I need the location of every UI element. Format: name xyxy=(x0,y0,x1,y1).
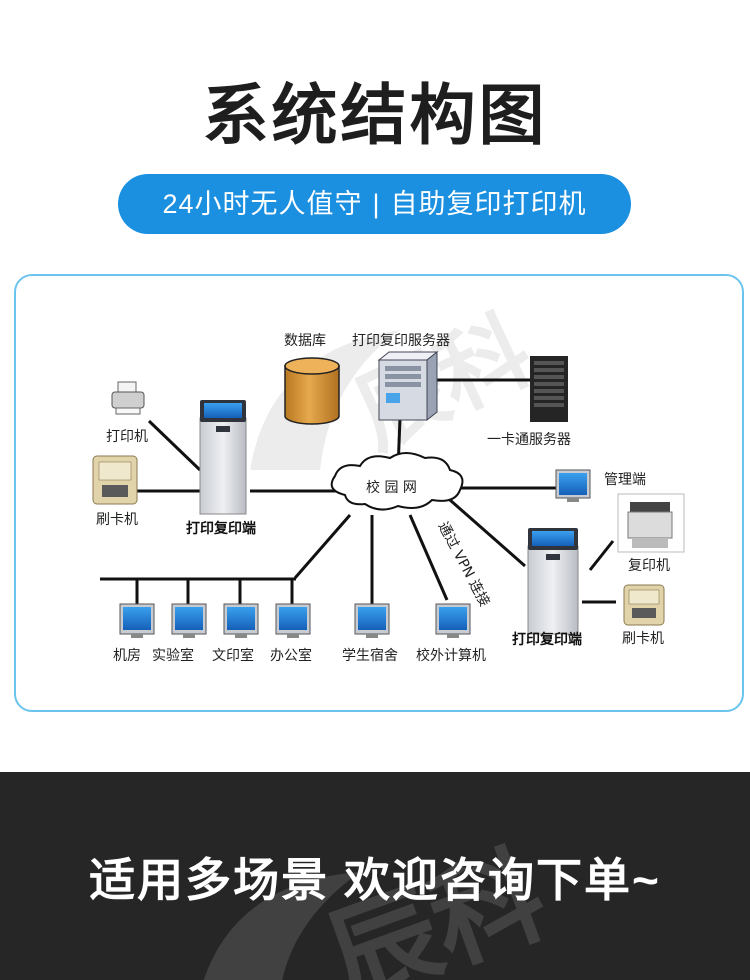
card-server-label: 一卡通服务器 xyxy=(487,432,571,448)
subtitle-badge: 24小时无人值守 | 自助复印打印机 xyxy=(118,174,631,234)
print-server-icon xyxy=(377,350,439,422)
management-label: 管理端 xyxy=(604,472,646,488)
dormitory-label: 学生宿舍 xyxy=(342,647,398,664)
card-reader-right-icon xyxy=(623,584,665,626)
monitor-offcampus-icon xyxy=(435,603,471,638)
footer-banner: 辰科 适用多场景 欢迎咨询下单~ xyxy=(0,772,750,980)
print-server-label: 打印复印服务器 xyxy=(352,332,450,349)
system-diagram: 辰科 数据库 打印复印服务器 xyxy=(92,298,685,664)
card-reader-left-label: 刷卡机 xyxy=(96,512,138,528)
monitor-dormitory-icon xyxy=(354,603,390,638)
monitor-laboratory-icon xyxy=(171,603,207,638)
badge-separator: | xyxy=(372,189,381,219)
card-server-icon xyxy=(530,356,568,422)
badge-right-text: 自助复印打印机 xyxy=(390,189,587,219)
kiosk-left-icon xyxy=(199,400,247,515)
print-shop-label: 文印室 xyxy=(212,647,254,664)
management-monitor-icon xyxy=(555,469,591,502)
card-reader-left-icon xyxy=(92,455,138,505)
office-label: 办公室 xyxy=(270,647,312,664)
printer-label: 打印机 xyxy=(106,428,148,445)
connection-lines xyxy=(100,378,616,604)
card-reader-right-label: 刷卡机 xyxy=(622,631,664,647)
campus-network-label: 校 园 网 xyxy=(366,479,417,496)
footer-watermark-logo: 辰科 xyxy=(203,830,561,980)
badge-left-text: 24小时无人值守 xyxy=(162,189,363,219)
offcampus-label: 校外计算机 xyxy=(416,647,486,664)
footer-text: 适用多场景 欢迎咨询下单~ xyxy=(89,854,661,906)
terminal-right-label: 打印复印端 xyxy=(512,631,582,648)
laboratory-label: 实验室 xyxy=(152,647,194,664)
lab-room-label: 机房 xyxy=(113,648,141,664)
vpn-label: 通过 VPN 连接 xyxy=(434,519,493,609)
monitor-lab-room-icon xyxy=(119,603,155,638)
terminal-left-label: 打印复印端 xyxy=(186,520,256,537)
monitor-print-shop-icon xyxy=(223,603,259,638)
campus-network-cloud-icon xyxy=(330,452,464,511)
printer-icon xyxy=(111,381,145,415)
page-title: 系统结构图 xyxy=(202,78,548,152)
kiosk-right-icon xyxy=(527,528,579,635)
copier-icon xyxy=(617,493,685,553)
database-icon xyxy=(284,357,340,425)
database-label: 数据库 xyxy=(284,333,326,349)
monitor-office-icon xyxy=(275,603,311,638)
copier-label: 复印机 xyxy=(628,557,670,574)
